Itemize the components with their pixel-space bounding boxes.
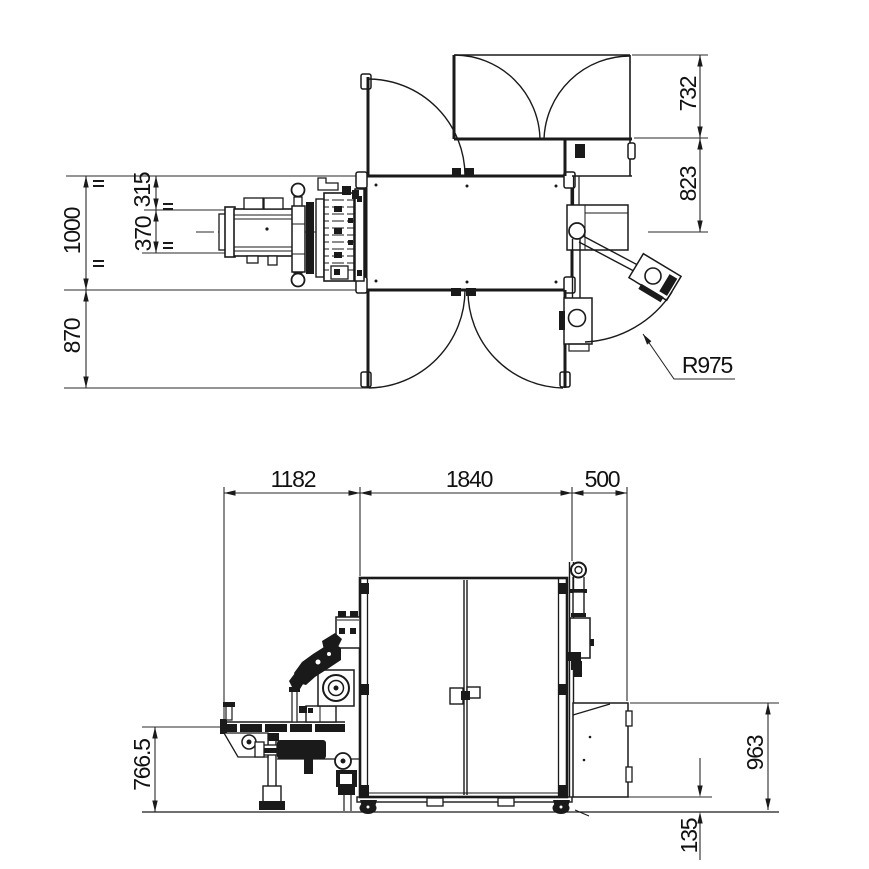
dim-label-870: 870: [59, 318, 85, 353]
side-unit-front: [572, 702, 633, 798]
arm-pulley-front: [570, 561, 587, 579]
front-view: 1182 1840 500 766.5 963 135: [129, 466, 779, 860]
dim-label-963: 963: [742, 735, 768, 770]
cabinet-front: [356, 576, 590, 817]
radius-leader: R975: [642, 333, 735, 380]
motor-front: [277, 740, 326, 759]
dim-label-R975: R975: [682, 352, 733, 378]
lid-arc-right: [543, 55, 631, 140]
door-arc-bottom-left: [368, 289, 466, 389]
clamp-handle-bottom: [290, 272, 306, 288]
cabinet-plan: [355, 73, 576, 388]
dim-label-732: 732: [675, 76, 701, 111]
caster-left: [359, 800, 377, 814]
swivel-arm-plan: [559, 204, 683, 352]
arm-swing-arc: [584, 291, 673, 343]
dim-label-500: 500: [585, 466, 620, 492]
door-arc-top-left: [367, 78, 466, 177]
dim-label-1840: 1840: [446, 466, 493, 492]
table-bar: [222, 724, 345, 732]
dim-label-135: 135: [676, 818, 702, 853]
side-unit-outline: [572, 702, 629, 798]
door-arc-bottom-right: [467, 289, 564, 389]
hinges: [361, 583, 566, 796]
dim-label-1182: 1182: [271, 466, 316, 492]
dim-label-766-5: 766.5: [129, 739, 155, 791]
feeder-assembly-front: [220, 611, 361, 811]
panel-dots: [374, 183, 558, 284]
dim-label-1000: 1000: [59, 207, 85, 254]
equal-marks: [93, 180, 173, 267]
extruder-assembly-plan: [218, 177, 365, 288]
arm-pivot-plan: [568, 222, 586, 240]
dim-label-370: 370: [130, 216, 156, 251]
door-swing-arcs-plan: [366, 54, 636, 389]
base-frame: [356, 796, 573, 803]
motor-body-plan: [233, 208, 294, 257]
front-view-dimensions: 1182 1840 500 766.5 963 135: [129, 466, 779, 860]
cabinet-plan-outline: [364, 174, 574, 292]
clamp-handle-top: [290, 182, 306, 198]
dim-label-315: 315: [129, 172, 155, 207]
lid-arc-left: [454, 54, 541, 140]
top-view: 1000 870 315 370 732 823 R975: [59, 54, 735, 389]
caster-right: [552, 800, 590, 817]
dim-label-823: 823: [675, 166, 701, 201]
